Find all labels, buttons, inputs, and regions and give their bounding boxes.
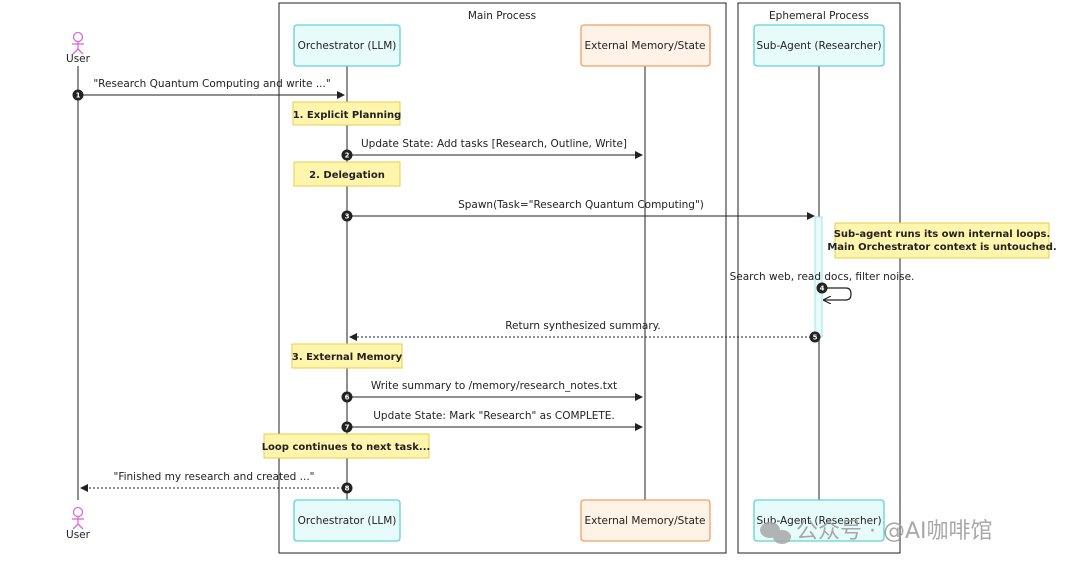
watermark: 公众号 · @AI咖啡馆 xyxy=(760,519,993,544)
step-3-number: 3 xyxy=(345,213,350,221)
message-4-self-loop xyxy=(822,287,852,300)
step-6-number: 6 xyxy=(345,394,350,402)
orchestrator-label-bottom: Orchestrator (LLM) xyxy=(298,515,397,527)
main-process-label: Main Process xyxy=(468,10,536,22)
note-planning-text: 1. Explicit Planning xyxy=(293,110,402,121)
step-2-marker xyxy=(341,149,353,161)
note-subagent xyxy=(834,222,1050,259)
note-memory xyxy=(291,343,403,369)
note-loop xyxy=(263,433,430,459)
watermark-text: 公众号 · @AI咖啡馆 xyxy=(796,519,993,544)
ephemeral-process-label: Ephemeral Process xyxy=(769,10,869,22)
step-2-number: 2 xyxy=(345,152,350,160)
stick-figure-icon xyxy=(72,506,84,530)
step-4-marker xyxy=(816,282,828,294)
note-planning xyxy=(292,101,401,126)
message-1-label: "Research Quantum Computing and write ..… xyxy=(93,78,330,90)
message-2-label: Update State: Add tasks [Research, Outli… xyxy=(361,138,627,150)
step-3-marker xyxy=(341,210,353,222)
user-label-bottom: User xyxy=(66,529,91,541)
step-5-number: 5 xyxy=(813,334,818,342)
orchestrator-box-top xyxy=(293,24,401,67)
stick-figure-icon xyxy=(72,31,84,55)
wechat-icon xyxy=(760,522,791,544)
orchestrator-box-bottom xyxy=(293,499,401,542)
memory-label-bottom: External Memory/State xyxy=(585,515,706,527)
step-7-number: 7 xyxy=(345,424,350,432)
subagent-label-top: Sub-Agent (Researcher) xyxy=(756,40,881,52)
memory-label-top: External Memory/State xyxy=(585,40,706,52)
note-memory-text: 3. External Memory xyxy=(292,352,403,363)
main-process-group xyxy=(278,2,727,554)
memory-box-top xyxy=(580,24,711,67)
memory-box-bottom xyxy=(580,499,711,542)
note-delegation-text: 2. Delegation xyxy=(309,170,385,181)
message-6-label: Write summary to /memory/research_notes.… xyxy=(371,380,617,392)
step-1-marker xyxy=(72,89,84,101)
subagent-label-bottom: Sub-Agent (Researcher) xyxy=(756,515,881,527)
user-actor-bottom: User xyxy=(66,506,91,541)
ephemeral-process-group xyxy=(737,2,901,554)
user-actor-top: User xyxy=(66,31,91,65)
note-subagent-line2: Main Orchestrator context is untouched. xyxy=(827,242,1056,253)
message-3-label: Spawn(Task="Research Quantum Computing") xyxy=(458,199,704,211)
message-7-label: Update State: Mark "Research" as COMPLET… xyxy=(373,410,615,422)
subagent-box-bottom xyxy=(753,499,885,542)
note-loop-text: Loop continues to next task... xyxy=(262,442,431,453)
step-8-number: 8 xyxy=(345,485,350,493)
message-5-label: Return synthesized summary. xyxy=(505,320,661,332)
user-label-top: User xyxy=(66,53,91,65)
note-delegation xyxy=(293,161,401,187)
step-1-number: 1 xyxy=(76,92,81,100)
message-8-label: "Finished my research and created ..." xyxy=(114,471,315,483)
step-4-number: 4 xyxy=(820,285,825,293)
step-7-marker xyxy=(341,421,353,433)
note-subagent-line1: Sub-agent runs its own internal loops. xyxy=(834,229,1051,240)
step-8-marker xyxy=(341,482,353,494)
orchestrator-label-top: Orchestrator (LLM) xyxy=(298,40,397,52)
subagent-box-top xyxy=(753,24,885,67)
message-4-label: Search web, read docs, filter noise. xyxy=(730,271,915,283)
step-5-marker xyxy=(809,331,821,343)
step-6-marker xyxy=(341,391,353,403)
